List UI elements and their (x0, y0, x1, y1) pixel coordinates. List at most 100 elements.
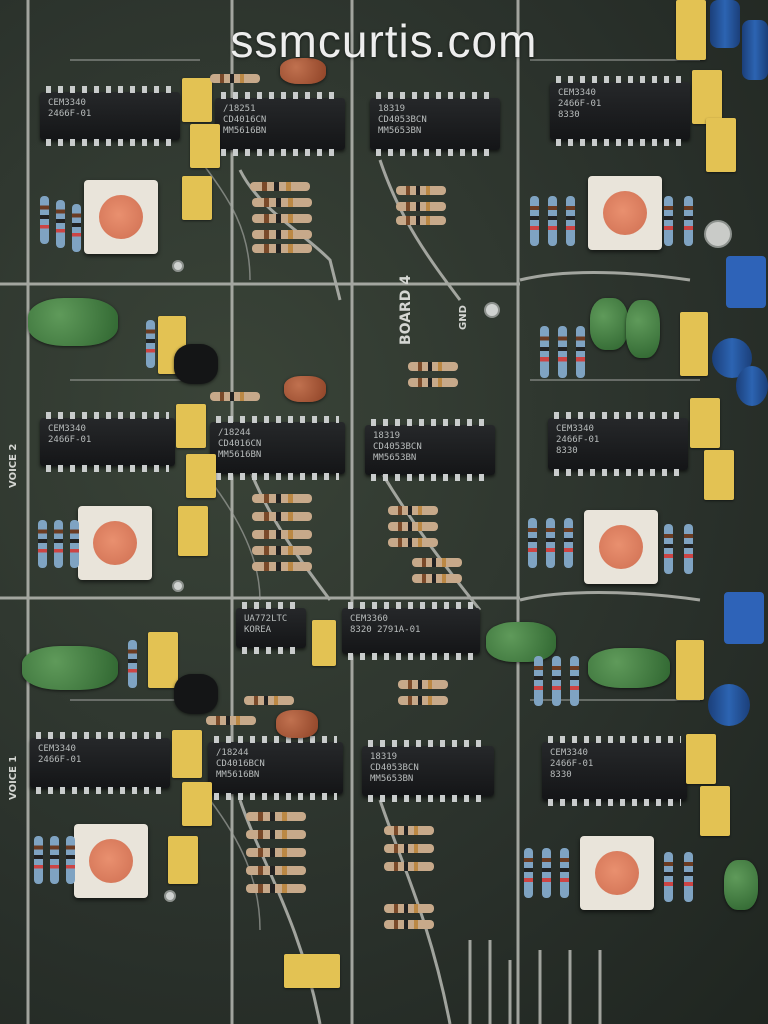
resistor (384, 826, 434, 835)
resistor (56, 200, 65, 248)
ceramic-capacitor (284, 376, 326, 402)
resistor (540, 326, 549, 378)
gnd-label: GND (458, 305, 469, 330)
transistor (174, 344, 218, 384)
film-capacitor (190, 124, 220, 168)
resistor (252, 244, 312, 253)
resistor (252, 512, 312, 521)
resistor (128, 640, 137, 688)
resistor (210, 392, 260, 401)
film-capacitor (706, 118, 736, 172)
resistor (210, 74, 260, 83)
resistor (564, 518, 573, 568)
resistor (206, 716, 256, 725)
resistor (384, 862, 434, 871)
resistor (398, 680, 448, 689)
trim-pot (588, 176, 662, 250)
voice-2-label: VOICE 2 (8, 444, 19, 488)
resistor (252, 214, 312, 223)
resistor (664, 524, 673, 574)
trim-pot (584, 510, 658, 584)
transistor (174, 674, 218, 714)
blue-trimmer (724, 592, 764, 644)
blue-trimmer (726, 256, 766, 308)
film-capacitor (182, 78, 212, 122)
ceramic-capacitor (590, 298, 628, 350)
resistor (388, 538, 438, 547)
resistor (34, 836, 43, 884)
resistor (396, 186, 446, 195)
resistor (388, 522, 438, 531)
solder-pad (172, 260, 184, 272)
resistor (542, 848, 551, 898)
electrolytic-capacitor (710, 0, 740, 48)
film-capacitor (148, 632, 178, 688)
trim-pot (84, 180, 158, 254)
resistor (252, 494, 312, 503)
resistor (530, 196, 539, 246)
ceramic-capacitor (280, 58, 326, 84)
resistor (576, 326, 585, 378)
resistor (244, 696, 294, 705)
film-capacitor (676, 0, 706, 60)
resistor (396, 202, 446, 211)
resistor (528, 518, 537, 568)
resistor (388, 506, 438, 515)
voice-1-label: VOICE 1 (8, 756, 19, 800)
resistor (560, 848, 569, 898)
resistor (412, 574, 462, 583)
film-capacitor (172, 730, 202, 778)
resistor (412, 558, 462, 567)
solder-pad (704, 220, 732, 248)
board-label: BOARD 4 (398, 275, 414, 345)
resistor (50, 836, 59, 884)
resistor (246, 830, 306, 839)
film-capacitor (692, 70, 722, 124)
solder-pad (484, 302, 500, 318)
trim-pot (78, 506, 152, 580)
resistor (54, 520, 63, 568)
trim-pot (74, 824, 148, 898)
resistor (664, 196, 673, 246)
film-capacitor (178, 506, 208, 556)
film-capacitor (168, 836, 198, 884)
resistor (570, 656, 579, 706)
electrolytic-capacitor (736, 366, 768, 406)
resistor (252, 562, 312, 571)
resistor (684, 524, 693, 574)
resistor (396, 216, 446, 225)
resistor (252, 198, 312, 207)
ceramic-capacitor (724, 860, 758, 910)
resistor (552, 656, 561, 706)
film-capacitor (182, 782, 212, 826)
film-capacitor (690, 398, 720, 448)
film-capacitor (680, 312, 708, 376)
film-capacitor (686, 734, 716, 784)
film-capacitor (676, 640, 704, 700)
film-capacitor (176, 404, 206, 448)
ceramic-capacitor (626, 300, 660, 358)
resistor (534, 656, 543, 706)
solder-pad (164, 890, 176, 902)
ceramic-capacitor (276, 710, 318, 738)
resistor (546, 518, 555, 568)
resistor (146, 320, 155, 368)
film-capacitor (700, 786, 730, 836)
resistor (408, 362, 458, 371)
ceramic-capacitor (486, 622, 556, 662)
resistor (524, 848, 533, 898)
watermark: ssmcurtis.com (230, 15, 538, 67)
resistor (558, 326, 567, 378)
film-capacitor (312, 620, 336, 666)
